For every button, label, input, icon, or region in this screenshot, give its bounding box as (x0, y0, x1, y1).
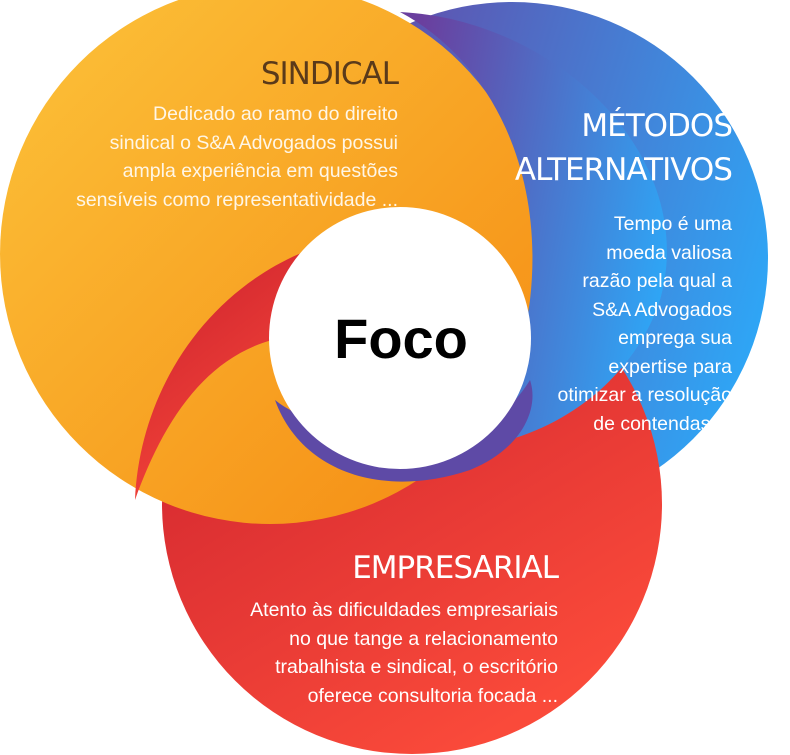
sindical-title: SINDICAL (260, 56, 399, 92)
metodos-description: Tempo é uma moeda valiosa razão pela qua… (557, 213, 733, 435)
center-circle (269, 207, 531, 469)
swirl-red (135, 240, 340, 500)
empresarial-title: EMPRESARIAL (352, 550, 559, 586)
empresarial-description: Atento às dificuldades empresariais no q… (250, 599, 558, 707)
sindical-description: Dedicado ao ramo do direito sindical o S… (76, 103, 398, 211)
center-label: Foco (334, 306, 468, 370)
swirl-violet (275, 380, 533, 482)
metodos-title: MÉTODOS ALTERNATIVOS (514, 108, 733, 188)
swirl-blue (400, 12, 667, 449)
